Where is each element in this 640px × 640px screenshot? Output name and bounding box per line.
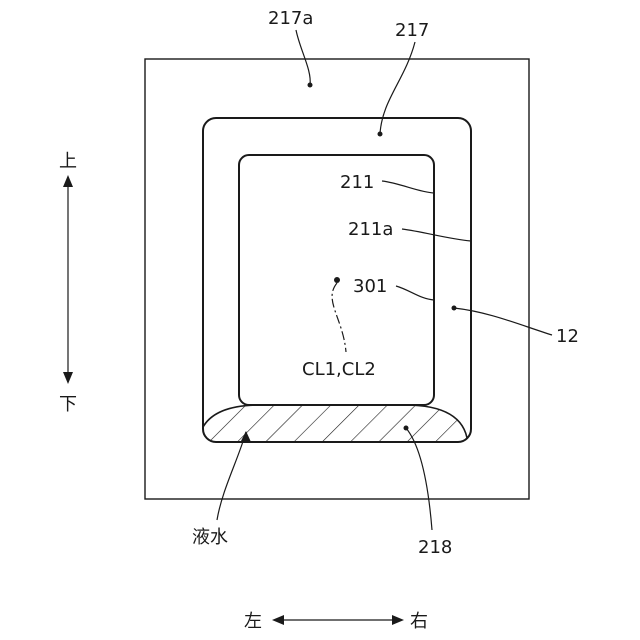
label-211: 211 [340, 172, 374, 193]
direction-right-label: 右 [410, 611, 428, 632]
label-218: 218 [418, 537, 452, 558]
center-point-dot [334, 277, 340, 283]
label-211a: 211a [348, 219, 393, 240]
label-217a: 217a [268, 8, 313, 29]
arrowhead-down [63, 372, 73, 384]
label-217: 217 [395, 20, 429, 41]
label-cl1-cl2: CL1,CL2 [302, 359, 376, 380]
arrowhead-left [272, 615, 284, 625]
label-12: 12 [556, 326, 579, 347]
leader-217 [380, 42, 415, 134]
arrowhead-up [63, 175, 73, 187]
arrowhead-right [392, 615, 404, 625]
direction-down-label: 下 [59, 394, 77, 415]
leader-217a [296, 30, 310, 85]
label-301: 301 [353, 276, 387, 297]
direction-left-label: 左 [244, 611, 262, 632]
leader-218 [406, 428, 432, 530]
direction-up-label: 上 [59, 151, 77, 172]
leader-liquid [217, 432, 246, 520]
label-liquid-water: 液水 [192, 527, 228, 548]
leader-12 [454, 308, 552, 335]
